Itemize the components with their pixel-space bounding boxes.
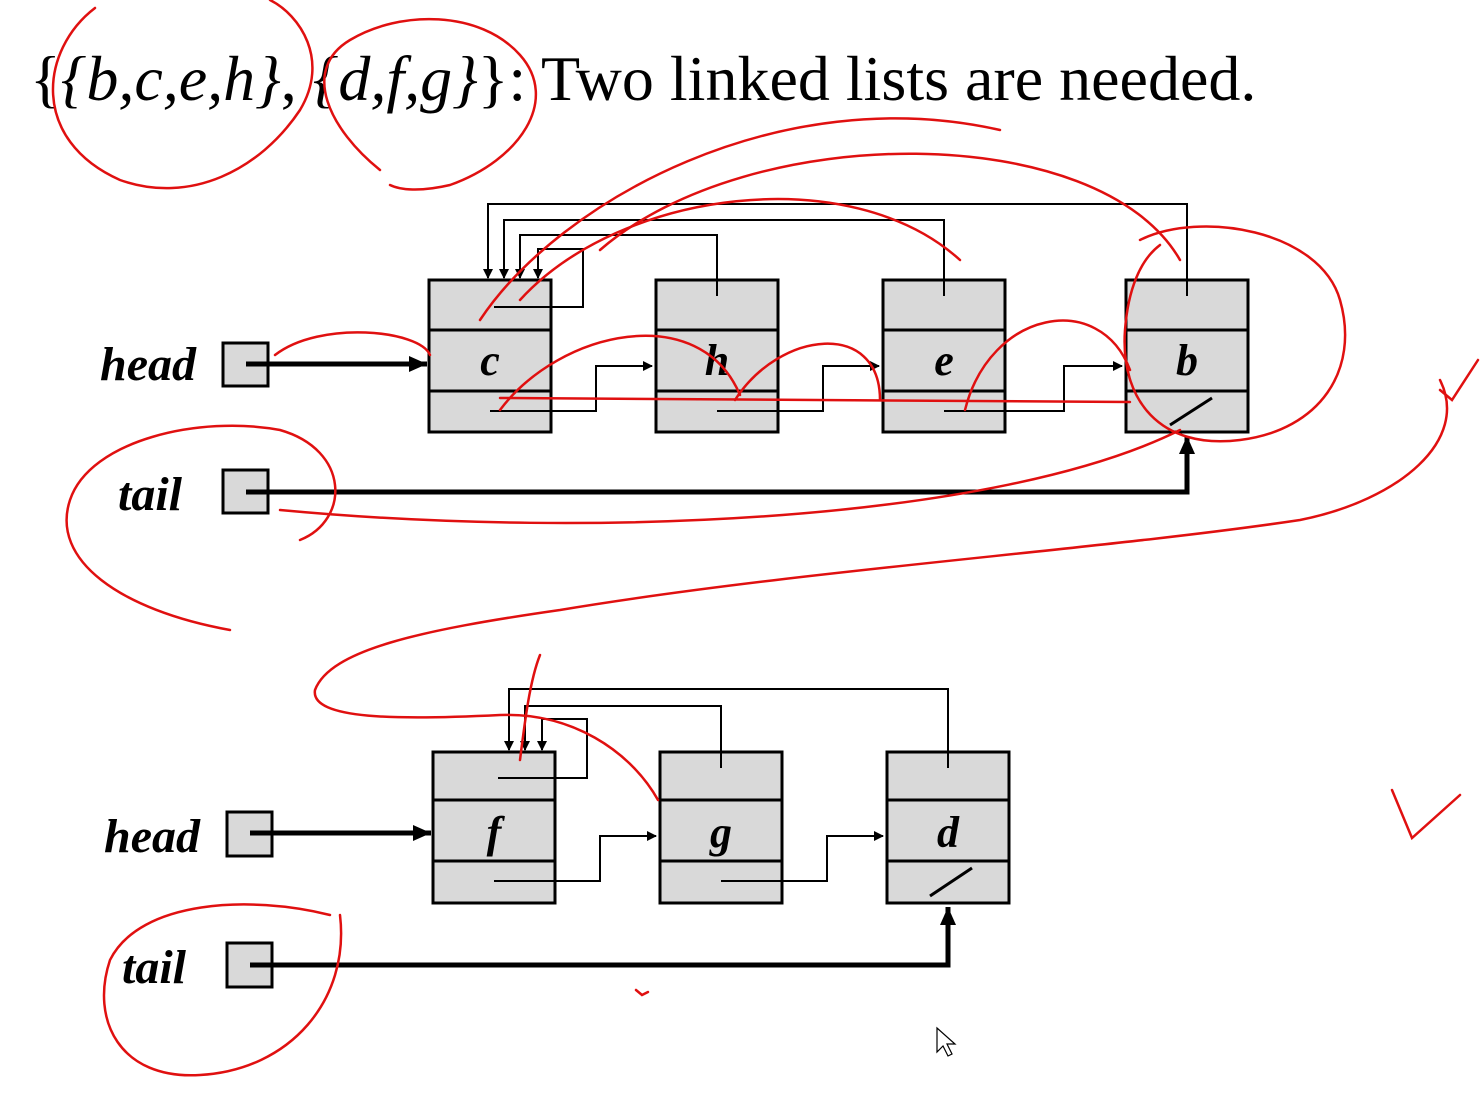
rep-arrow-e: [499, 219, 945, 296]
long-curve: [313, 378, 1449, 802]
node-letter: g: [709, 808, 732, 857]
list1-head-label: head: [100, 338, 197, 391]
list1-node-c: c: [427, 278, 553, 434]
null-slash: [1169, 396, 1213, 427]
next-arrow-e-b: [944, 361, 1123, 412]
tail-arrow: [250, 907, 956, 968]
set-separator: ,: [280, 43, 313, 114]
circle-set2: [323, 17, 538, 191]
curve-top-3: [518, 197, 962, 302]
curve-under-2: [733, 342, 882, 402]
next-arrow-f-g: [494, 831, 657, 882]
tail1-line: [278, 428, 1182, 525]
mouse-cursor-icon: [936, 1026, 957, 1057]
node-letter: f: [487, 808, 506, 857]
node-letter: e: [934, 336, 954, 385]
node-letter: d: [937, 808, 960, 857]
curve-top-2: [598, 152, 1182, 262]
list1-node-h: h: [654, 278, 780, 434]
title-text: : Two linked lists are needed.: [508, 43, 1257, 114]
list2-node-d: d: [885, 750, 1011, 905]
curve-under-3: [963, 319, 1132, 412]
circle-set1: [51, 0, 314, 190]
list1-tail-label: tail: [118, 468, 183, 521]
list2-node-g: g: [658, 750, 784, 905]
curve-top-1: [478, 117, 1002, 322]
list2-node-f: f: [431, 750, 557, 905]
rep-arrow-d: [504, 688, 949, 768]
small-mark: [634, 988, 650, 997]
next-arrow-h-e: [717, 361, 880, 412]
head1-curve: [273, 331, 432, 357]
checkmark-2: [1390, 788, 1462, 841]
next-arrow-c-h: [490, 361, 653, 412]
circle-tail1: [65, 424, 337, 632]
list-1: head tail c h e b: [100, 203, 1250, 521]
tail-arrow: [246, 436, 1195, 495]
circle-node-b: [1123, 225, 1347, 443]
underline-row: [498, 396, 1132, 404]
rep-arrow-f: [498, 718, 588, 779]
circle-tail2: [102, 903, 343, 1077]
list2-head-label: head: [104, 810, 201, 863]
checkmark-1: [1438, 358, 1480, 402]
next-arrow-g-d: [721, 831, 884, 882]
node-letter: b: [1176, 336, 1198, 385]
rep-arrow-b: [483, 203, 1188, 296]
outer-brace-open: {: [30, 43, 61, 114]
squiggle-list2: [518, 653, 542, 762]
curve-under-1: [498, 334, 742, 412]
list-2: head tail f g d: [104, 688, 1011, 994]
list2-tail-label: tail: [122, 941, 187, 994]
node-letter: c: [480, 336, 500, 385]
handwritten-annotations: [51, 0, 1480, 1077]
set-bceh: {b,c,e,h}: [60, 43, 281, 114]
slide-title: {{b,c,e,h}, {d,f,g}}: Two linked lists a…: [30, 42, 1256, 116]
list1-node-e: e: [881, 278, 1007, 434]
set-dfg: {d,f,g}: [312, 43, 478, 114]
outer-brace-close: }: [477, 43, 509, 114]
null-slash: [929, 866, 973, 898]
